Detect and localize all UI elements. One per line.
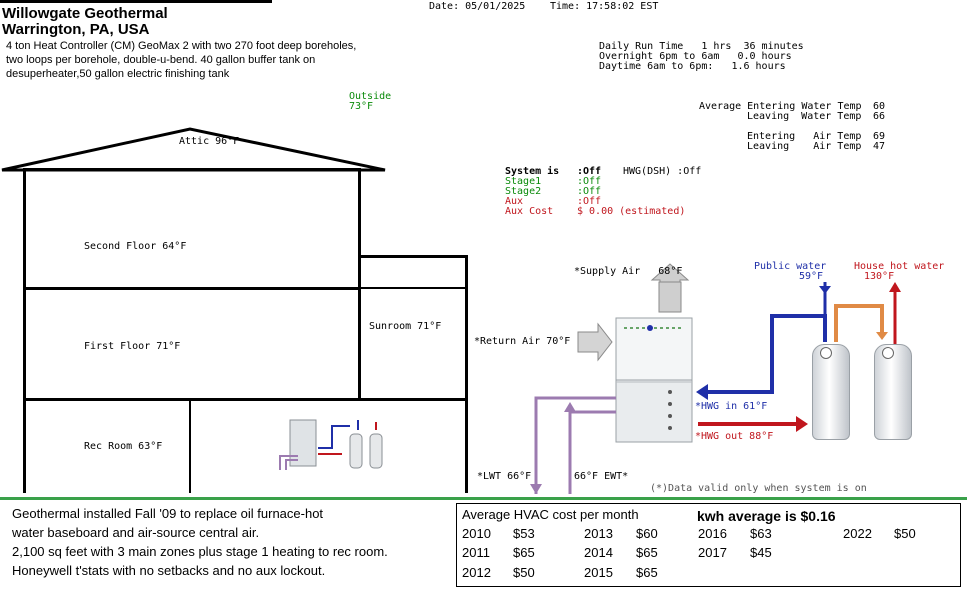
aux-value: :Off xyxy=(577,196,602,207)
supply-air-temp: *Supply Air 68°F xyxy=(574,266,683,277)
footer-note-4: Honeywell t'stats with no setbacks and n… xyxy=(12,563,326,578)
floor-divider-2nd xyxy=(23,287,361,290)
hwg-in-temp: *HWG in 61°F xyxy=(695,401,768,412)
description-line-3: desuperheater,50 gallon electric finishi… xyxy=(6,68,230,80)
site-location: Warrington, PA, USA xyxy=(2,21,150,38)
daily-run-time: Daily Run Time 1 hrs 36 minutes xyxy=(599,41,804,52)
aux-cost-label: Aux Cost xyxy=(505,206,554,217)
avg-leaving-water-value: 66 xyxy=(873,111,886,122)
overnight-run-time: Overnight 6pm to 6am 0.0 hours xyxy=(599,51,792,62)
cost-year-2022: 2022 xyxy=(843,526,872,541)
sunroom-top xyxy=(358,255,468,258)
buffer-tank xyxy=(812,344,850,440)
house-hot-water-label: House hot water xyxy=(854,261,945,272)
footer-note-3: 2,100 sq feet with 3 main zones plus sta… xyxy=(12,544,388,559)
house-hot-water-temp: 130°F xyxy=(864,271,895,282)
avg-leaving-air-label: Leaving Air Temp xyxy=(747,141,862,152)
cost-value-2014: $65 xyxy=(636,545,658,560)
cost-year-2017: 2017 xyxy=(698,545,727,560)
cost-value-2022: $50 xyxy=(894,526,916,541)
attic-temp: Attic 96°F xyxy=(179,136,240,147)
lwt-temp: *LWT 66°F xyxy=(477,471,532,482)
stage1-value: :Off xyxy=(577,176,602,187)
cost-year-2014: 2014 xyxy=(584,545,613,560)
house-wall-left xyxy=(23,168,26,493)
cost-value-2010: $53 xyxy=(513,526,535,541)
footer-note-1: Geothermal installed Fall '09 to replace… xyxy=(12,506,324,521)
kwh-average: kwh average is $0.16 xyxy=(697,508,836,524)
cost-year-2010: 2010 xyxy=(462,526,491,541)
cost-year-2012: 2012 xyxy=(462,565,491,580)
description-line-1: 4 ton Heat Controller (CM) GeoMax 2 with… xyxy=(6,40,357,52)
outside-temp: 73°F xyxy=(349,101,374,112)
basement-equipment-thumbnail xyxy=(279,419,383,470)
footer-note-2: water baseboard and air-source central a… xyxy=(12,525,260,540)
stage1-label: Stage1 xyxy=(505,176,542,187)
cost-year-2015: 2015 xyxy=(584,565,613,580)
avg-entering-air-label: Entering Air Temp xyxy=(747,131,862,142)
date-label: Date: 05/01/2025 xyxy=(429,1,526,12)
cost-value-2015: $65 xyxy=(636,565,658,580)
outside-label: Outside xyxy=(349,91,392,102)
buffer-tank-badge-icon xyxy=(820,347,832,359)
system-is-value: :Off xyxy=(577,166,602,177)
cost-value-2016: $63 xyxy=(750,526,772,541)
first-floor-temp: First Floor 71°F xyxy=(84,341,181,352)
data-valid-note: (*)Data valid only when system is on xyxy=(650,483,867,494)
cost-table xyxy=(456,503,961,587)
time-label: Time: 17:58:02 EST xyxy=(550,1,659,12)
cost-value-2011: $65 xyxy=(513,545,535,560)
house-ceiling xyxy=(23,168,361,171)
electric-tank-badge-icon xyxy=(882,347,894,359)
hwg-status: HWG(DSH) :Off xyxy=(623,166,702,177)
avg-leaving-air-value: 47 xyxy=(873,141,886,152)
floor-divider-1st xyxy=(23,398,468,401)
sunroom-wall-right xyxy=(465,255,468,493)
avg-entering-water-value: 60 xyxy=(873,101,886,112)
public-water-label: Public water xyxy=(754,261,827,272)
hwg-out-temp: *HWG out 88°F xyxy=(695,431,774,442)
equipment-diagram xyxy=(530,263,901,494)
avg-leaving-water-label: Leaving Water Temp xyxy=(747,111,862,122)
footer-divider xyxy=(0,497,967,500)
sunroom-inner-line xyxy=(361,287,465,289)
aux-label: Aux xyxy=(505,196,524,207)
sunroom-temp: Sunroom 71°F xyxy=(369,321,442,332)
return-air-arrow-icon xyxy=(577,322,613,362)
stage2-label: Stage2 xyxy=(505,186,542,197)
daytime-run-time: Daytime 6am to 6pm: 1.6 hours xyxy=(599,61,786,72)
system-is-label: System is xyxy=(505,166,560,177)
avg-entering-water-label: Average Entering Water Temp xyxy=(699,101,862,112)
cost-table-title: Average HVAC cost per month xyxy=(462,507,639,522)
cost-value-2013: $60 xyxy=(636,526,658,541)
ewt-temp: 66°F EWT* xyxy=(574,471,629,482)
return-air-temp: *Return Air 70°F xyxy=(474,336,571,347)
rec-room-divider xyxy=(189,401,191,493)
cost-year-2016: 2016 xyxy=(698,526,727,541)
stage2-value: :Off xyxy=(577,186,602,197)
second-floor-temp: Second Floor 64°F xyxy=(84,241,187,252)
cost-value-2017: $45 xyxy=(750,545,772,560)
description-line-2: two loops per borehole, double-u-bend. 4… xyxy=(6,54,316,66)
cost-value-2012: $50 xyxy=(513,565,535,580)
aux-cost-value: $ 0.00 (estimated) xyxy=(577,206,686,217)
header-top-rule xyxy=(0,0,272,3)
public-water-temp: 59°F xyxy=(799,271,824,282)
cost-year-2013: 2013 xyxy=(584,526,613,541)
cost-year-2011: 2011 xyxy=(462,545,490,560)
avg-entering-air-value: 69 xyxy=(873,131,886,142)
house-wall-right-upper xyxy=(358,168,361,400)
electric-finishing-tank xyxy=(874,344,912,440)
rec-room-temp: Rec Room 63°F xyxy=(84,441,163,452)
site-name: Willowgate Geothermal xyxy=(2,5,168,22)
